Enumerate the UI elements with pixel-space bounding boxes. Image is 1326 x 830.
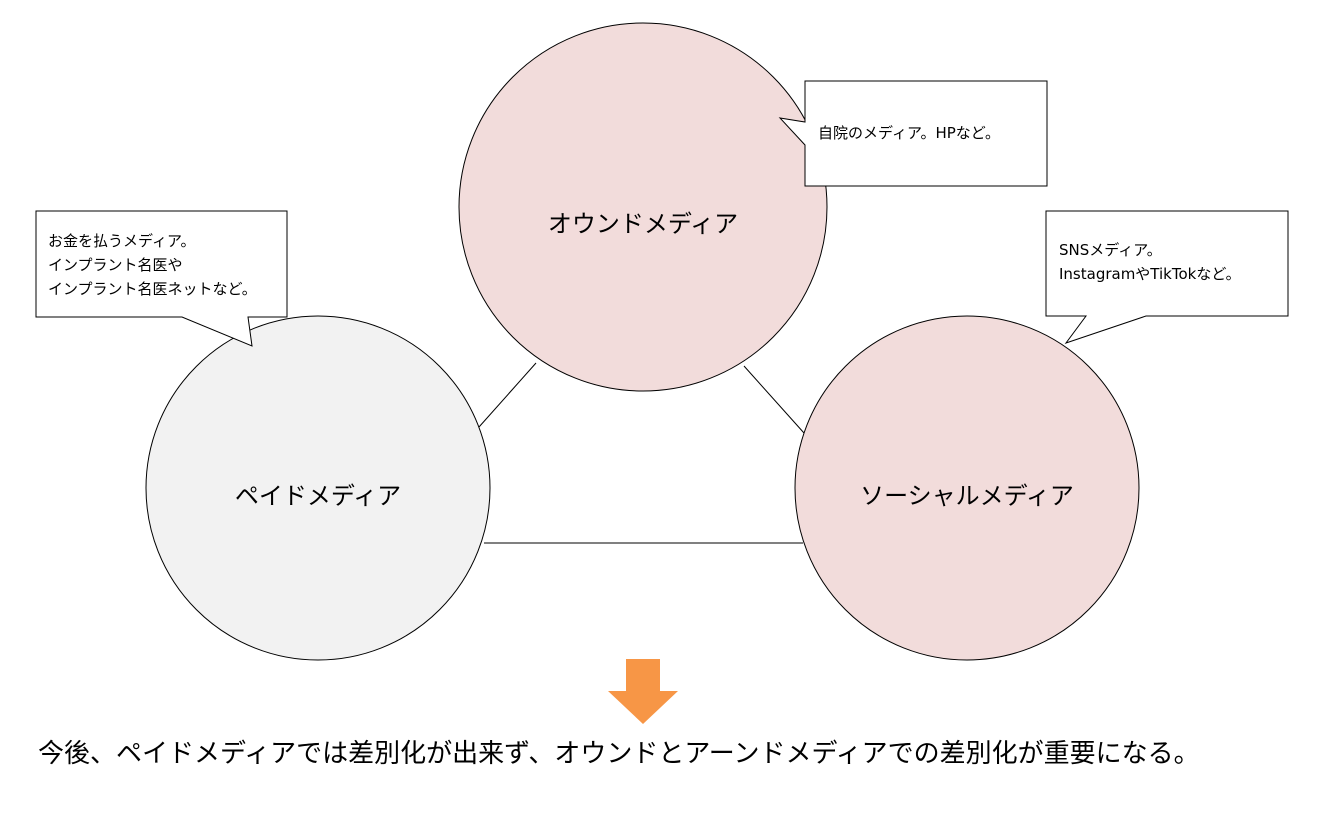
- social-media-circle: [794, 315, 1140, 661]
- owned-media-circle: [458, 22, 828, 392]
- down-arrow-icon: [608, 659, 678, 724]
- paid-callout-box: [35, 210, 288, 347]
- owned-callout-box: [778, 80, 1048, 187]
- social-callout-text: SNSメディア。 InstagramやTikTokなど。: [1059, 238, 1241, 286]
- social-callout-line: InstagramやTikTokなど。: [1059, 265, 1241, 283]
- social-media-label: ソーシャルメディア: [860, 482, 1074, 510]
- paid-callout-line: インプラント名医ネットなど。: [48, 280, 257, 298]
- paid-callout-line: インプラント名医や: [48, 256, 183, 274]
- owned-callout-text: 自院のメディア。HPなど。: [818, 121, 1000, 145]
- connector-owned-social: [743, 365, 805, 434]
- owned-callout-line: 自院のメディア。HPなど。: [818, 124, 1001, 142]
- connector-owned-paid: [478, 362, 537, 428]
- paid-callout-line: お金を払うメディア。: [48, 232, 196, 250]
- social-callout-box: [1045, 210, 1289, 344]
- conclusion-text: 今後、ペイドメディアでは差別化が出来ず、オウンドとアーンドメディアでの差別化が重…: [38, 739, 1200, 769]
- paid-callout-text: お金を払うメディア。 インプラント名医や インプラント名医ネットなど。: [48, 229, 257, 301]
- paid-media-label: ペイドメディア: [234, 482, 402, 510]
- owned-media-label: オウンドメディア: [547, 210, 739, 238]
- social-callout-line: SNSメディア。: [1059, 241, 1162, 259]
- paid-media-circle: [145, 315, 491, 661]
